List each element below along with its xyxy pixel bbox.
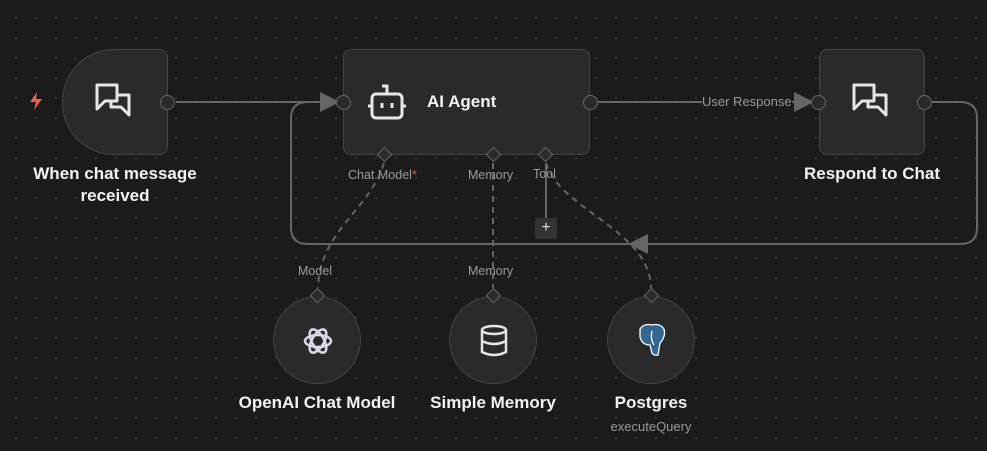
- edge-label-user-response: User Response: [702, 94, 792, 109]
- node-chat-trigger[interactable]: [62, 49, 168, 155]
- edge-tool: [545, 162, 652, 289]
- openai-icon: [301, 324, 335, 363]
- add-tool-button[interactable]: +: [535, 218, 557, 239]
- memory-port-label: Memory: [468, 264, 514, 278]
- agent-output-handle[interactable]: [583, 95, 598, 110]
- trigger-output-handle[interactable]: [160, 95, 175, 110]
- trigger-label: When chat message received: [33, 164, 197, 205]
- port-label-chat-model: Chat Model*: [348, 168, 417, 182]
- openai-port-label: Model: [298, 264, 333, 278]
- database-icon: [479, 324, 509, 363]
- openai-label: OpenAI Chat Model: [238, 393, 396, 412]
- node-respond-to-chat[interactable]: [819, 49, 925, 155]
- respond-input-handle[interactable]: [811, 95, 826, 110]
- port-label-memory: Memory: [468, 168, 514, 182]
- chat-icon: [93, 81, 137, 126]
- postgres-subtitle: executeQuery: [610, 419, 692, 434]
- node-ai-agent[interactable]: AI Agent: [343, 49, 590, 155]
- agent-label: AI Agent: [427, 92, 497, 111]
- agent-input-handle[interactable]: [336, 95, 351, 110]
- node-openai-chat-model[interactable]: [273, 296, 361, 384]
- port-label-tool: Tool: [533, 167, 556, 181]
- node-postgres[interactable]: [607, 296, 695, 384]
- edge-model: [317, 162, 385, 289]
- postgres-elephant-icon: [636, 323, 668, 362]
- postgres-label: Postgres: [614, 393, 688, 412]
- respond-output-handle[interactable]: [917, 95, 932, 110]
- memory-label: Simple Memory: [430, 393, 556, 412]
- chat-icon: [850, 81, 894, 126]
- respond-label: Respond to Chat: [804, 164, 940, 183]
- robot-icon: [366, 82, 408, 127]
- lightning-icon: [27, 91, 45, 116]
- node-simple-memory[interactable]: [449, 296, 537, 384]
